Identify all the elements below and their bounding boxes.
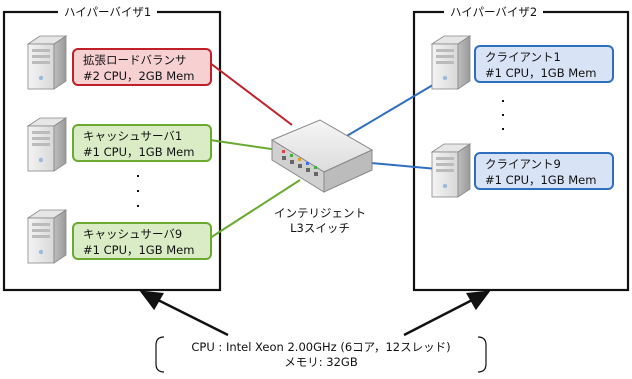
hypervisor2-title: ハイパーバイザ2 <box>444 5 544 19</box>
cache-server-9-spec: #1 CPU，1GB Mem <box>83 243 195 257</box>
server-tower-icon <box>27 117 67 172</box>
load-balancer-spec: #2 CPU，2GB Mem <box>83 69 195 83</box>
hardware-spec: CPU : Intel Xeon 2.00GHz (6コア，12スレッド) メモ… <box>161 340 481 370</box>
ellipsis-dots <box>137 100 504 207</box>
client-1-node: クライアント1 #1 CPU，1GB Mem <box>474 45 614 83</box>
cache-server-1-name: キャッシュサーバ1 <box>83 129 183 143</box>
load-balancer-node: 拡張ロードバランサ #2 CPU，2GB Mem <box>72 48 212 86</box>
spec-bracket-right <box>477 336 487 373</box>
switch-label-line2: L3スイッチ <box>290 221 350 235</box>
spec-bracket-left <box>155 336 165 373</box>
hardware-cpu: CPU : Intel Xeon 2.00GHz (6コア，12スレッド) <box>191 340 451 354</box>
hardware-memory: メモリ: 32GB <box>284 355 358 369</box>
client-1-spec: #1 CPU，1GB Mem <box>485 66 597 80</box>
cache-server-9-name: キャッシュサーバ9 <box>83 227 183 241</box>
server-tower-icon <box>431 35 471 90</box>
client-1-name: クライアント1 <box>485 50 561 64</box>
hypervisor1-title: ハイパーバイザ1 <box>58 5 158 19</box>
server-tower-icon <box>27 35 67 90</box>
switch-label: インテリジェント L3スイッチ <box>260 206 380 236</box>
link-cache1-switch <box>209 139 279 151</box>
link-lb-switch <box>209 62 293 126</box>
link-cache9-switch <box>209 179 301 239</box>
client-9-name: クライアント9 <box>485 157 561 171</box>
cache-server-1-node: キャッシュサーバ1 #1 CPU，1GB Mem <box>72 124 212 162</box>
client-9-spec: #1 CPU，1GB Mem <box>485 173 597 187</box>
cache-server-9-node: キャッシュサーバ9 #1 CPU，1GB Mem <box>72 222 212 260</box>
cache-server-1-spec: #1 CPU，1GB Mem <box>83 145 195 159</box>
switch-label-line1: インテリジェント <box>274 206 366 220</box>
network-switch-icon <box>270 119 374 193</box>
server-tower-icon <box>27 209 67 264</box>
client-9-node: クライアント9 #1 CPU，1GB Mem <box>474 152 614 190</box>
load-balancer-name: 拡張ロードバランサ <box>83 53 187 67</box>
server-tower-icon <box>431 143 471 198</box>
hardware-arrows <box>139 290 491 337</box>
